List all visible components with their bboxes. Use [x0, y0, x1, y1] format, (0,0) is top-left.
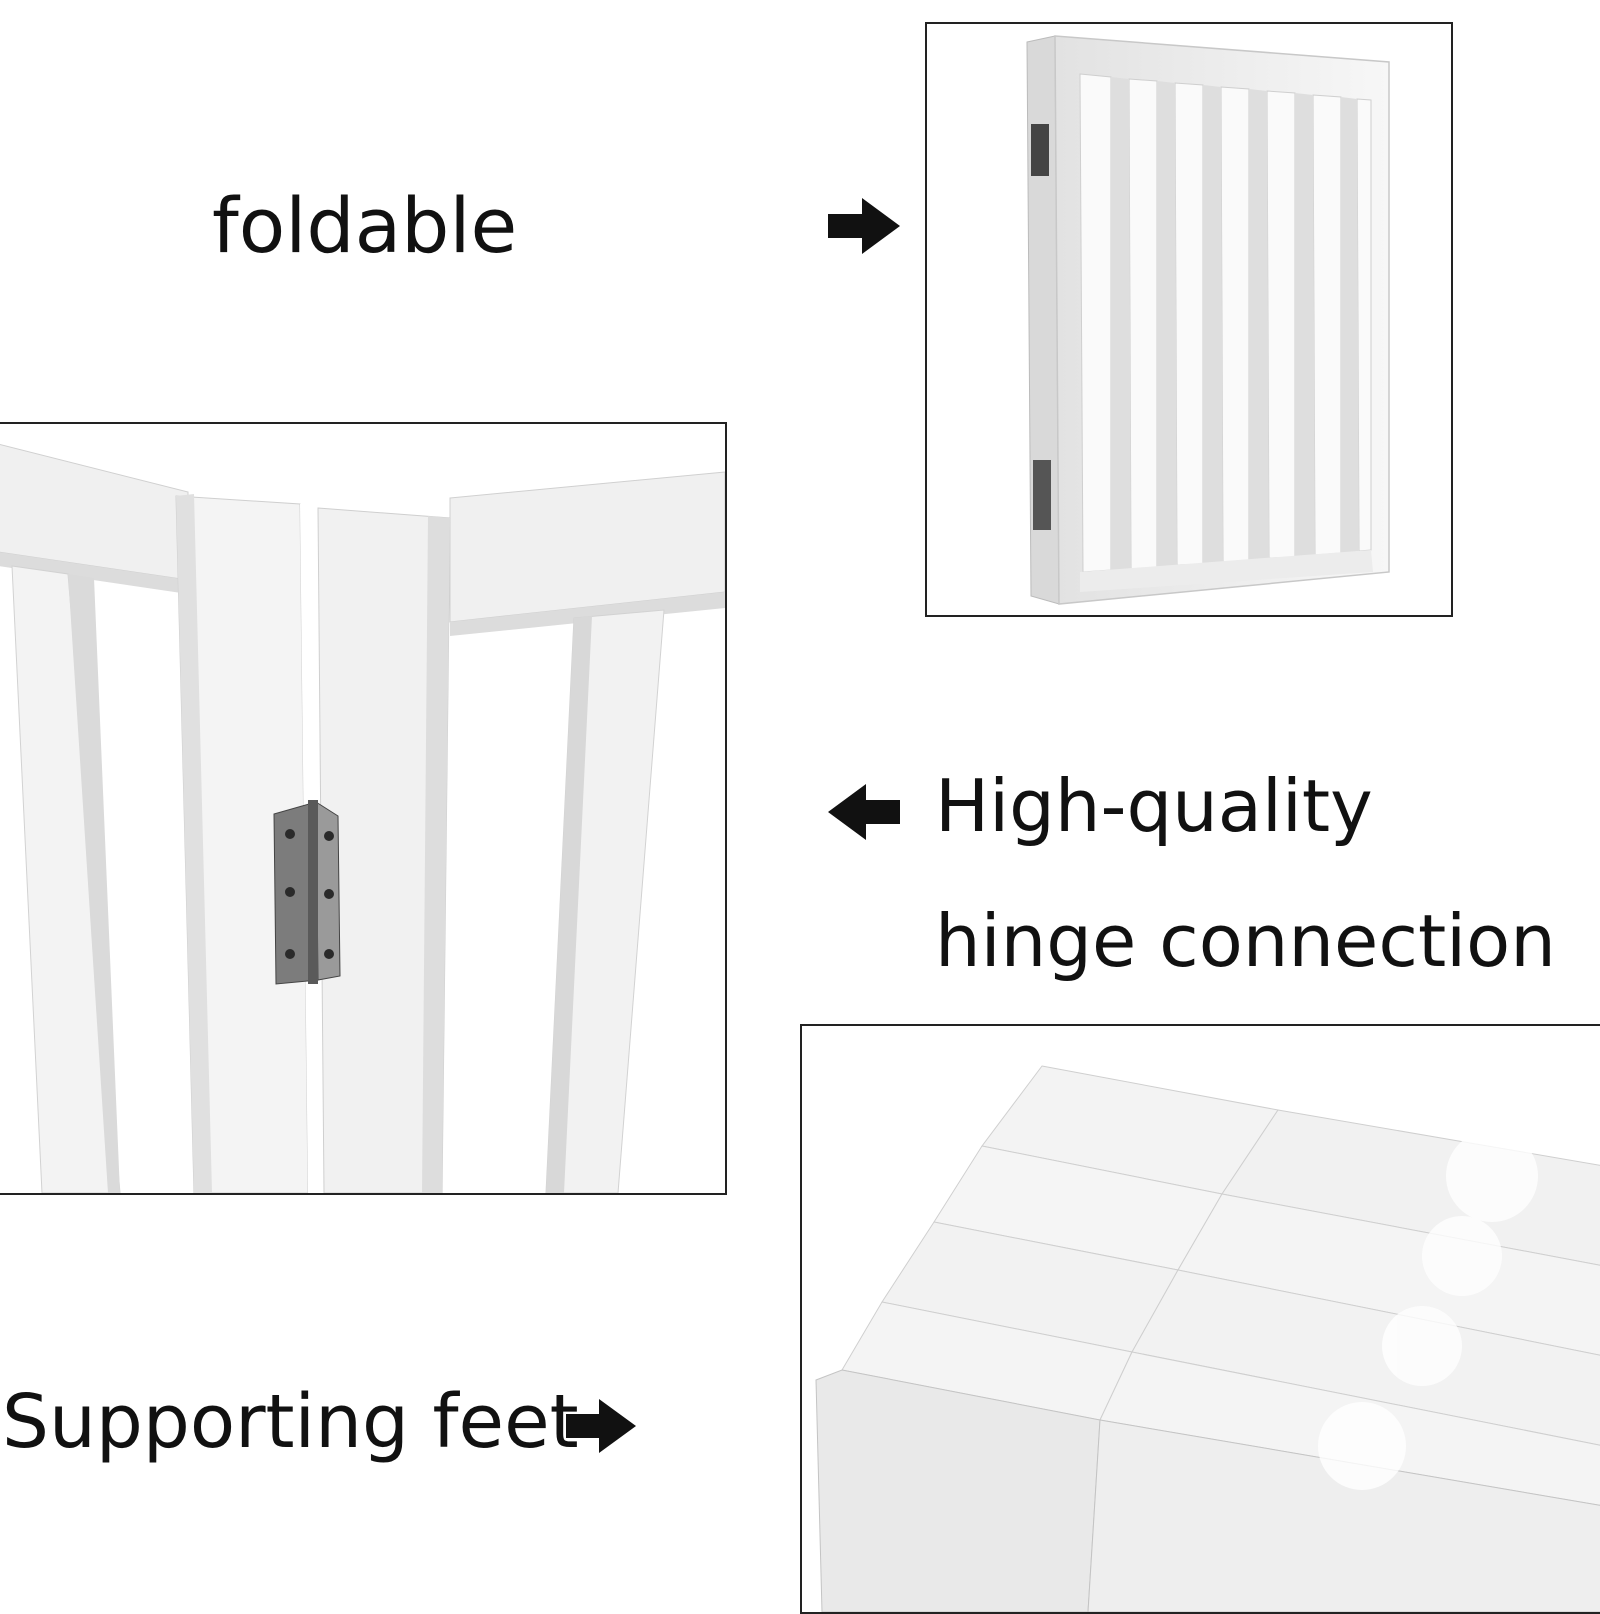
supporting-feet-photo	[800, 1024, 1600, 1614]
caption-hinge-line2: hinge connection	[935, 899, 1556, 983]
caption-hinge-line1: High-quality	[935, 764, 1373, 848]
caption-foldable: foldable	[212, 181, 518, 270]
hinge-icon	[273, 800, 341, 985]
caption-supporting-feet: Supporting feet	[2, 1379, 579, 1465]
folded-gate-photo	[925, 22, 1453, 617]
rubber-foot-icon	[1318, 1130, 1538, 1490]
hinge-connection-photo	[0, 422, 727, 1195]
arrow-left-icon	[828, 784, 900, 840]
arrow-right-icon	[566, 1399, 636, 1453]
arrow-right-icon	[828, 198, 900, 254]
